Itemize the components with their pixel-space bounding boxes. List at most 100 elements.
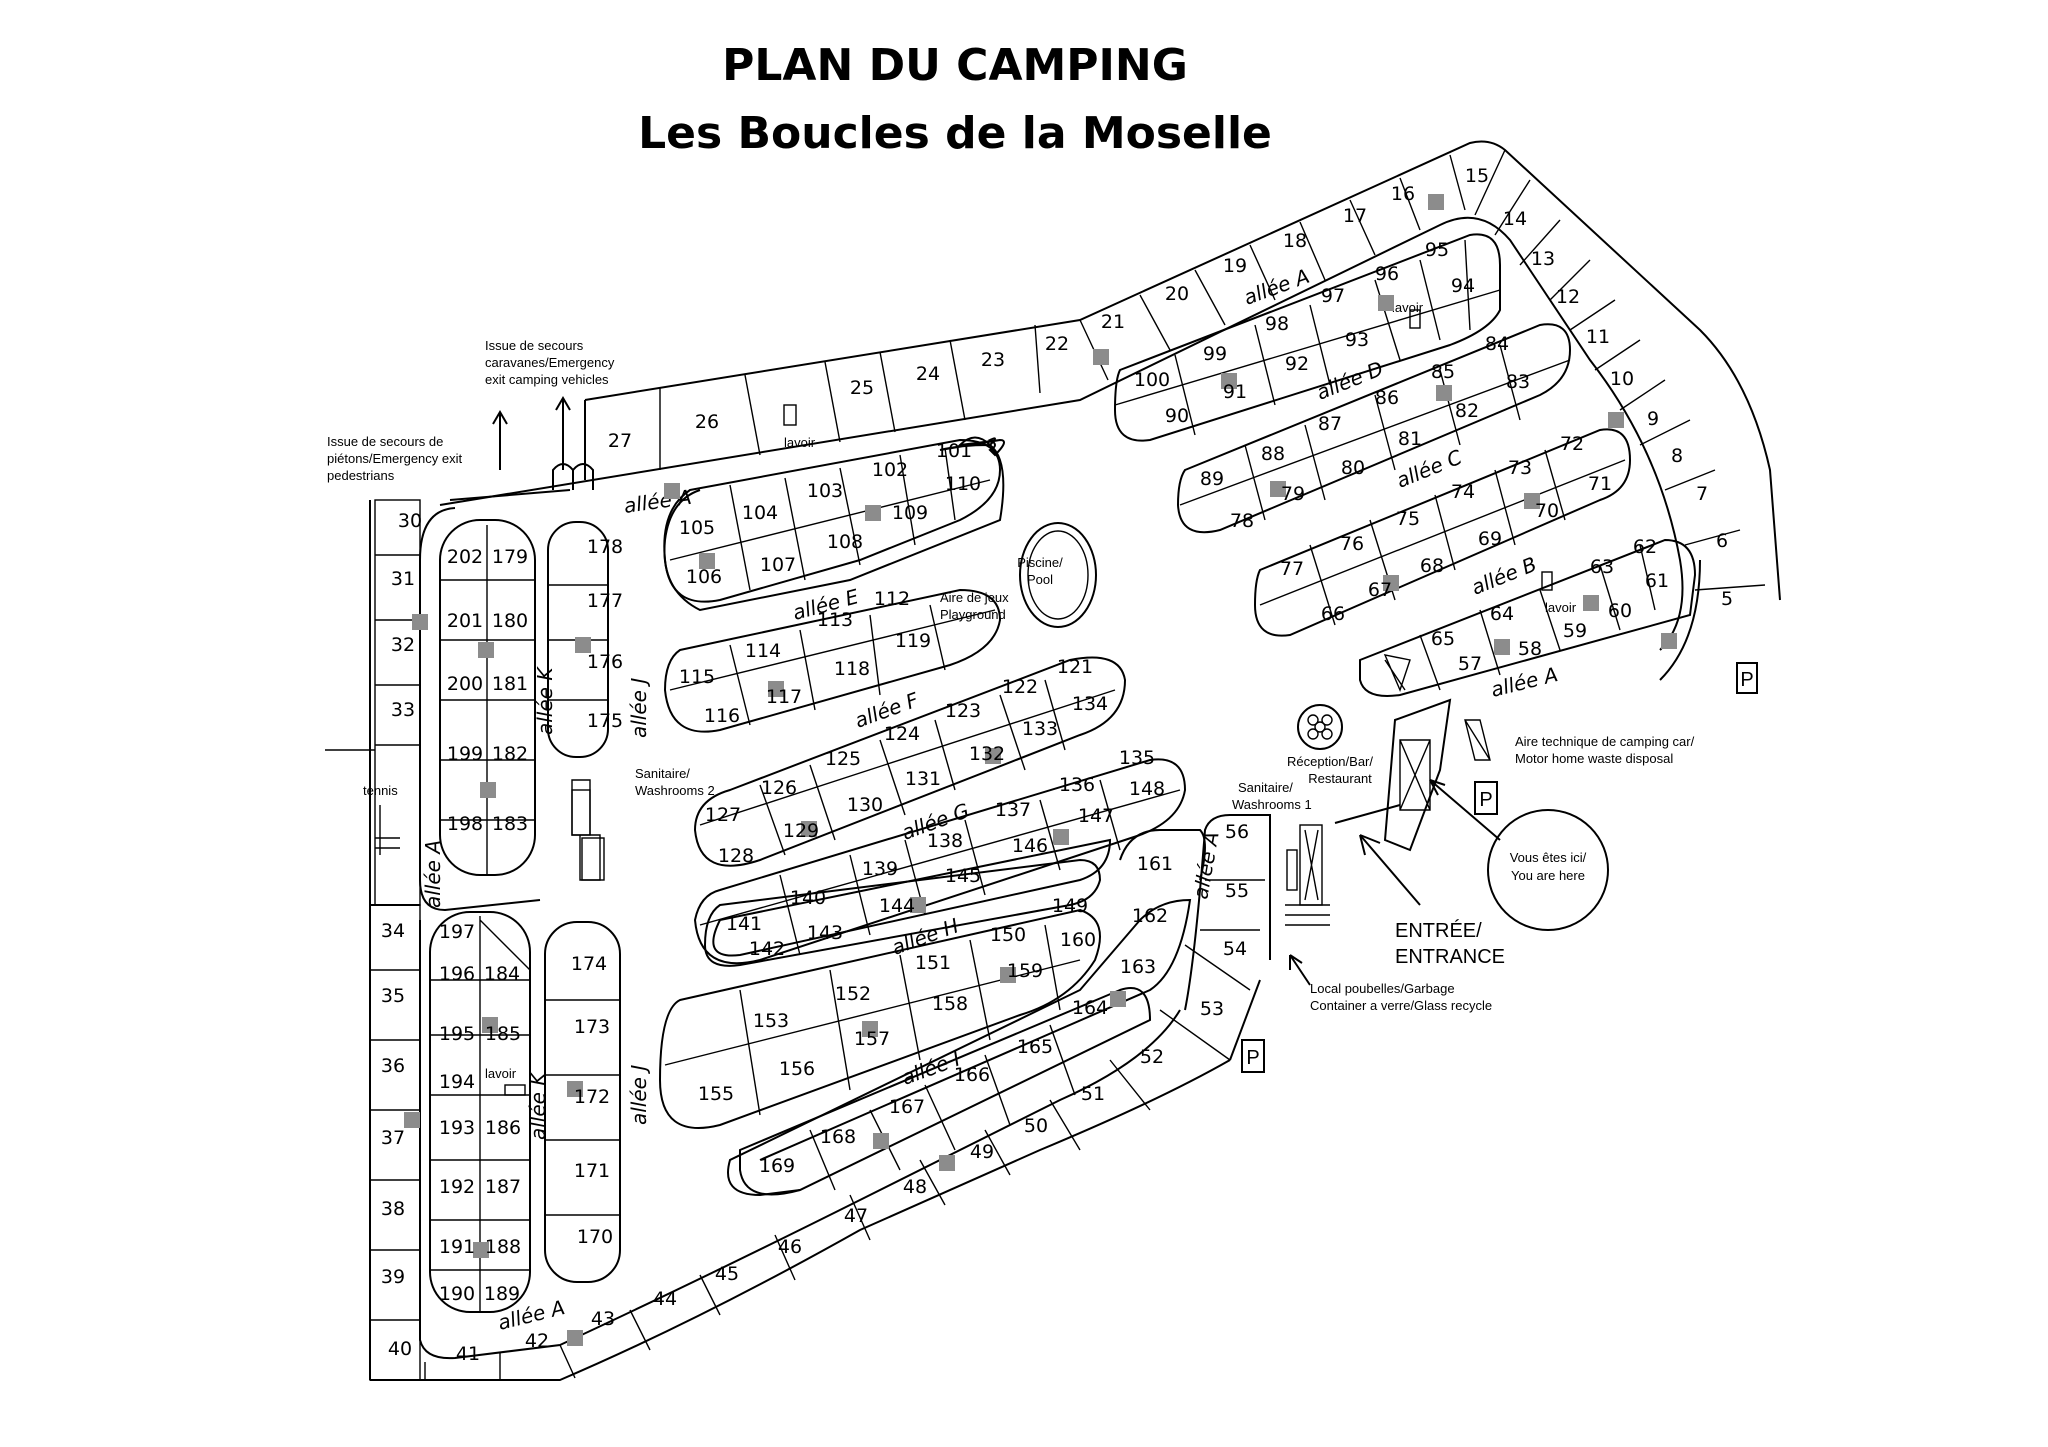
pitch-number: 60	[1608, 600, 1632, 622]
pitch-number: 108	[827, 531, 863, 553]
sanitary-2-building	[571, 789, 605, 881]
pitch-number: 137	[995, 799, 1031, 821]
pitch-numbers: 5678910111213141516171819202122232425262…	[381, 165, 1733, 1365]
pitch-number: 133	[1022, 718, 1058, 740]
emergency-pedestrians-label-2: piétons/Emergency exit	[327, 451, 463, 466]
pitch-number: 129	[783, 820, 819, 842]
pitch-number: 55	[1225, 880, 1249, 902]
playground-label-1: Aire de jeux	[940, 590, 1009, 605]
reception-label-2: Restaurant	[1308, 771, 1372, 786]
pitch-number: 113	[817, 609, 853, 631]
water-point-marker	[768, 681, 784, 697]
pitch-number: 24	[916, 363, 940, 385]
pitch-number: 194	[439, 1071, 475, 1093]
sanitary-2-label-1: Sanitaire/	[635, 766, 690, 781]
pitch-number: 115	[679, 666, 715, 688]
pitch-number: 201	[447, 610, 483, 632]
parking-label-1: P	[1740, 669, 1753, 691]
water-point-marker	[985, 748, 1001, 764]
pitch-number: 15	[1465, 165, 1489, 187]
water-point-marker	[482, 1017, 498, 1033]
pitch-number: 119	[895, 630, 931, 652]
pitch-number: 175	[587, 710, 623, 732]
pitch-number: 132	[969, 743, 1005, 765]
pitch-number: 52	[1140, 1046, 1164, 1068]
pitch-number: 72	[1560, 433, 1584, 455]
pitch-number: 144	[879, 895, 915, 917]
gate-icon	[552, 463, 594, 490]
water-point-marker	[404, 1112, 420, 1128]
pitch-number: 22	[1045, 333, 1069, 355]
pitch-number: 67	[1368, 579, 1392, 601]
pitch-number: 141	[726, 913, 762, 935]
you-are-here-circle	[1487, 809, 1609, 931]
water-point-marker	[1608, 412, 1624, 428]
emergency-pedestrians-label-1: Issue de secours de	[327, 434, 443, 449]
pitch-number: 102	[872, 459, 908, 481]
pitch-number: 69	[1478, 528, 1502, 550]
water-point-marker	[567, 1081, 583, 1097]
pitch-number: 17	[1343, 205, 1367, 227]
pitch-number: 39	[381, 1266, 405, 1288]
pitch-number: 196	[439, 963, 475, 985]
pitch-number: 136	[1059, 774, 1095, 796]
water-point-marker	[865, 505, 881, 521]
pitch-number: 139	[862, 858, 898, 880]
pitch-number: 6	[1716, 530, 1728, 552]
pitch-number: 83	[1506, 371, 1530, 393]
pitch-number: 87	[1318, 413, 1342, 435]
pitch-number: 35	[381, 985, 405, 1007]
pitch-number: 192	[439, 1176, 475, 1198]
parking-label-2: P	[1479, 789, 1492, 811]
pitch-number: 75	[1396, 508, 1420, 530]
pitch-number: 103	[807, 480, 843, 502]
pitch-number: 13	[1531, 248, 1555, 270]
pitch-number: 92	[1285, 353, 1309, 375]
lavoir-label-4: lavoir	[485, 1066, 517, 1081]
pitch-number: 68	[1420, 555, 1444, 577]
pitch-number: 185	[485, 1023, 521, 1045]
pitch-number: 80	[1341, 457, 1365, 479]
pitch-number: 122	[1002, 676, 1038, 698]
pitch-number: 189	[484, 1283, 520, 1305]
pitch-number: 106	[686, 566, 722, 588]
pitch-number: 188	[485, 1236, 521, 1258]
alley-label-a-4: allée A	[421, 840, 445, 908]
pitch-number: 101	[936, 440, 972, 462]
pitch-number: 30	[398, 510, 422, 532]
lavoir-icon-2: lavoir	[1392, 300, 1424, 329]
water-point-marker	[1053, 829, 1069, 845]
water-point-marker	[939, 1155, 955, 1171]
pitch-number: 5	[1721, 588, 1733, 610]
pitch-number: 174	[571, 953, 607, 975]
right-blocks	[1113, 233, 1697, 697]
pitch-number: 197	[439, 921, 475, 943]
pitch-number: 126	[761, 777, 797, 799]
water-point-marker	[1383, 575, 1399, 591]
pitch-number: 153	[753, 1010, 789, 1032]
pitch-number: 169	[759, 1155, 795, 1177]
pitch-number: 43	[591, 1308, 615, 1330]
pitch-number: 118	[834, 658, 870, 680]
pitch-number: 54	[1223, 938, 1247, 960]
pitch-number: 166	[954, 1064, 990, 1086]
pitch-number: 86	[1375, 387, 1399, 409]
water-point-marker	[1270, 481, 1286, 497]
map-subtitle: Les Boucles de la Moselle	[638, 108, 1272, 159]
emergency-vehicles-label-2: caravanes/Emergency	[485, 355, 615, 370]
bottom-row-pitches	[424, 814, 1271, 1380]
garbage-label-2: Container a verre/Glass recycle	[1310, 998, 1492, 1013]
pitch-number: 41	[456, 1343, 480, 1365]
pitch-number: 53	[1200, 998, 1224, 1020]
you-are-here-arrow	[1429, 779, 1501, 841]
pitch-number: 11	[1586, 326, 1610, 348]
lavoir-icon-3: lavoir	[1541, 571, 1577, 615]
pitch-number: 170	[577, 1226, 613, 1248]
pitch-number: 57	[1458, 653, 1482, 675]
water-point-marker	[575, 637, 591, 653]
alley-label-k-1: allée K	[533, 666, 557, 735]
pitch-number: 202	[447, 546, 483, 568]
left-column-pitches	[325, 499, 421, 1381]
pitch-number: 98	[1265, 313, 1289, 335]
tennis-label: tennis	[363, 783, 398, 798]
